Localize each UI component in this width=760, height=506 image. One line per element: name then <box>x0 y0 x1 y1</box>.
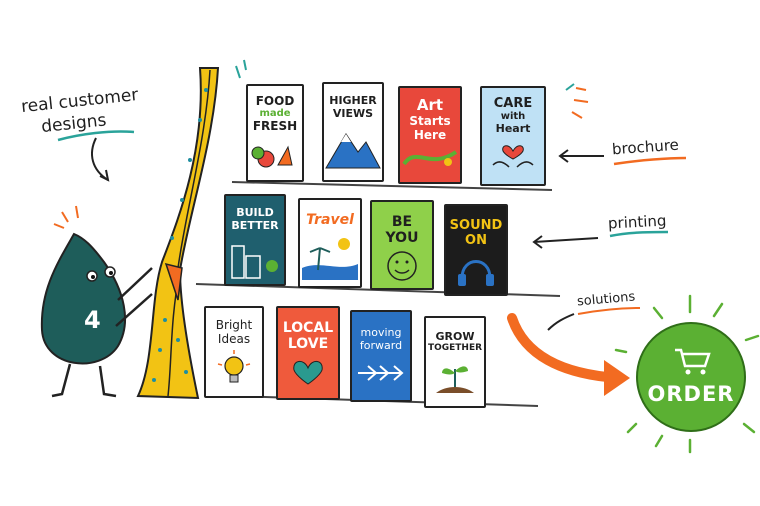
brochure-title-line: with <box>500 111 526 122</box>
brochure-travel[interactable]: Travel <box>298 198 362 288</box>
brochure-title-line: Ideas <box>217 332 251 346</box>
order-button[interactable]: ORDER <box>636 322 746 432</box>
buildings-icon <box>231 245 278 279</box>
brochure-build-better[interactable]: BUILD BETTER <box>224 194 286 286</box>
brochure-care-with-heart[interactable]: CARE with Heart <box>480 86 546 186</box>
brochure-title-line: Starts <box>409 114 451 128</box>
brochure-art-starts-here[interactable]: Art Starts Here <box>398 86 462 184</box>
heart-icon <box>492 145 534 168</box>
brochure-be-you[interactable]: BE YOU <box>370 200 434 290</box>
brochure-title-line: LOCAL <box>282 320 334 336</box>
sprout-icon <box>436 366 474 393</box>
brochure-title-line: HIGHER <box>329 94 377 107</box>
brochure-title-line: Here <box>413 128 447 142</box>
cart-icon <box>675 348 711 375</box>
brochure-title-line: YOU <box>385 230 419 246</box>
brochure-title-line: BUILD <box>236 206 274 219</box>
brochure-title-line: BETTER <box>231 219 279 232</box>
brochure-higher-views[interactable]: HIGHER VIEWS <box>322 82 384 182</box>
brochure-title-line: Travel <box>306 212 354 228</box>
brochure-title-line: forward <box>359 339 403 352</box>
brochure-title-line: VIEWS <box>332 107 374 120</box>
brochure-title-line: BE <box>391 214 413 230</box>
arrow-icon <box>507 313 623 383</box>
lightbulb-icon <box>217 350 251 383</box>
brochure-title-line: TOGETHER <box>427 343 483 353</box>
heart-icon <box>293 361 323 385</box>
order-label: ORDER <box>647 382 735 406</box>
printing-label: printing <box>607 211 667 233</box>
brochure-title-line: Heart <box>495 122 531 135</box>
brochure-food-made-fresh[interactable]: FOOD made FRESH <box>246 84 304 182</box>
brochure-title-line: Bright <box>215 318 253 332</box>
forward-arrows-icon <box>358 365 404 381</box>
shelf-top <box>231 181 553 191</box>
mountain-icon <box>325 133 381 169</box>
brochure-local-love[interactable]: LOCAL LOVE <box>276 306 340 400</box>
beach-icon <box>302 238 358 280</box>
brochure-title-line: FOOD <box>255 94 295 108</box>
brochure-title-line: GROW <box>435 330 475 343</box>
brochure-title-line: CARE <box>493 96 533 111</box>
mascot-number: 4 <box>84 306 101 334</box>
smile-icon <box>387 251 417 281</box>
arrow-icon <box>91 137 109 181</box>
brochure-title-line: made <box>259 108 291 119</box>
brochure-bright-ideas[interactable]: Bright Ideas <box>204 306 264 398</box>
brochure-title-line: ON <box>465 233 487 248</box>
brochure-sound-on[interactable]: SOUND ON <box>444 204 508 296</box>
vegetables-icon <box>251 145 293 168</box>
brochure-moving-forward[interactable]: moving forward <box>350 310 412 402</box>
brochure-title-line: SOUND <box>449 218 503 233</box>
curtain-icon <box>136 67 220 400</box>
brochure-grow-together[interactable]: GROW TOGETHER <box>424 316 486 408</box>
brochure-title-line: moving <box>360 326 402 339</box>
brochure-title-line: Art <box>416 96 444 114</box>
paint-swirl-icon <box>402 150 458 166</box>
arrow-icon <box>533 237 599 243</box>
brochure-title-line: FRESH <box>252 119 298 133</box>
brochure-title-line: LOVE <box>287 336 329 352</box>
headphones-icon <box>458 260 494 286</box>
mascot-icon <box>40 205 153 398</box>
